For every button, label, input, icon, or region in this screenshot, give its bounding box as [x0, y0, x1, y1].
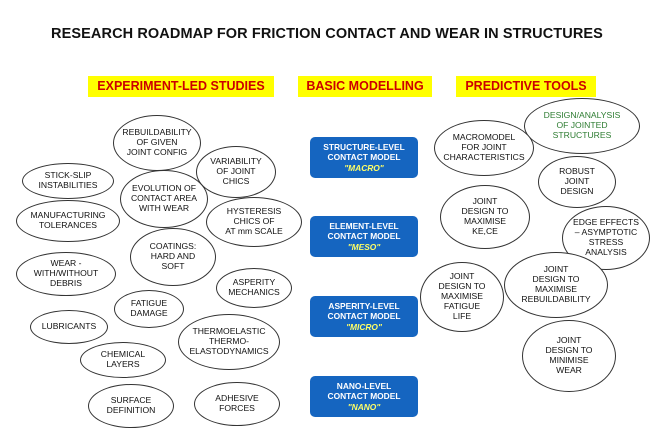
oval-evolution-contact-area: EVOLUTION OF CONTACT AREA WITH WEAR — [120, 170, 208, 228]
oval-lubricants: LUBRICANTS — [30, 310, 108, 344]
oval-design-analysis: DESIGN/ANALYSIS OF JOINTED STRUCTURES — [524, 98, 640, 154]
header-experiment-led-studies: EXPERIMENT-LED STUDIES — [88, 76, 274, 97]
oval-thermoelastic: THERMOELASTIC THERMO- ELASTODYNAMICS — [178, 314, 280, 370]
oval-robust-joint-design: ROBUST JOINT DESIGN — [538, 156, 616, 208]
oval-stick-slip: STICK-SLIP INSTABILITIES — [22, 163, 114, 199]
oval-minimise-wear: JOINT DESIGN TO MINIMISE WEAR — [522, 320, 616, 392]
oval-rebuildability: REBUILDABILITY OF GIVEN JOINT CONFIG — [113, 115, 201, 171]
oval-manufacturing-tolerances: MANUFACTURING TOLERANCES — [16, 200, 120, 242]
oval-variability: VARIABILITY OF JOINT CHICS — [196, 146, 276, 198]
oval-hysteresis: HYSTERESIS CHICS OF AT mm SCALE — [206, 197, 302, 247]
oval-asperity-mechanics: ASPERITY MECHANICS — [216, 268, 292, 308]
header-basic-modelling: BASIC MODELLING — [298, 76, 432, 97]
model-macro: STRUCTURE-LEVEL CONTACT MODEL "MACRO" — [310, 137, 418, 178]
oval-fatigue-damage: FATIGUE DAMAGE — [114, 290, 184, 328]
oval-maximise-ke-ce: JOINT DESIGN TO MAXIMISE KE,CE — [440, 185, 530, 249]
oval-maximise-rebuildability: JOINT DESIGN TO MAXIMISE REBUILDABILITY — [504, 252, 608, 318]
oval-wear-debris: WEAR - WITH/WITHOUT DEBRIS — [16, 252, 116, 296]
oval-adhesive-forces: ADHESIVE FORCES — [194, 382, 280, 426]
diagram-title: RESEARCH ROADMAP FOR FRICTION CONTACT AN… — [51, 26, 603, 42]
oval-maximise-fatigue-life: JOINT DESIGN TO MAXIMISE FATIGUE LIFE — [420, 262, 504, 332]
oval-macromodel: MACROMODEL FOR JOINT CHARACTERISTICS — [434, 120, 534, 176]
model-micro: ASPERITY-LEVEL CONTACT MODEL "MICRO" — [310, 296, 418, 337]
oval-coatings: COATINGS: HARD AND SOFT — [130, 228, 216, 286]
model-nano: NANO-LEVEL CONTACT MODEL "NANO" — [310, 376, 418, 417]
model-meso: ELEMENT-LEVEL CONTACT MODEL "MESO" — [310, 216, 418, 257]
oval-surface-definition: SURFACE DEFINITION — [88, 384, 174, 428]
oval-chemical-layers: CHEMICAL LAYERS — [80, 342, 166, 378]
header-predictive-tools: PREDICTIVE TOOLS — [456, 76, 596, 97]
